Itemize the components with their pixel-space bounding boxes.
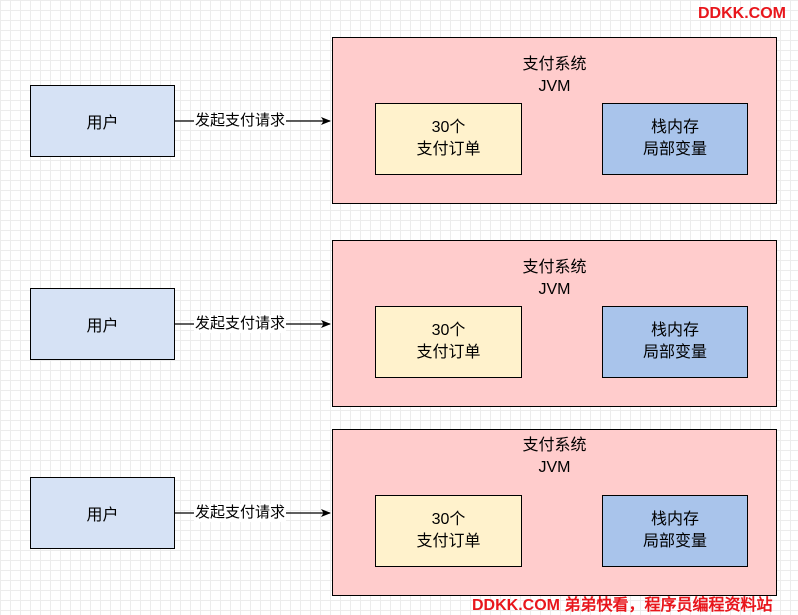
order-count-label: 30个 bbox=[431, 511, 466, 528]
order-name-label: 支付订单 bbox=[416, 533, 481, 550]
request-edge-label: 发起支付请求 bbox=[194, 112, 287, 130]
watermark-bottom: DDKK.COM 弟弟快看，程序员编程资料站 bbox=[472, 597, 773, 614]
user-box: 用户 bbox=[30, 477, 175, 549]
system-subtitle: JVM bbox=[538, 281, 571, 298]
stack-memory-box: 栈内存 局部变量 bbox=[602, 306, 748, 378]
payment-orders-box: 30个 支付订单 bbox=[375, 306, 522, 378]
system-subtitle: JVM bbox=[538, 78, 571, 95]
stack-memory-label: 栈内存 bbox=[650, 119, 699, 136]
user-box: 用户 bbox=[30, 85, 175, 157]
stack-memory-box: 栈内存 局部变量 bbox=[602, 495, 748, 567]
system-subtitle: JVM bbox=[538, 459, 571, 476]
system-title: 支付系统 bbox=[522, 437, 587, 454]
payment-orders-box: 30个 支付订单 bbox=[375, 495, 522, 567]
request-edge-label: 发起支付请求 bbox=[194, 315, 287, 333]
order-count-label: 30个 bbox=[431, 322, 466, 339]
order-count-label: 30个 bbox=[431, 119, 466, 136]
local-variables-label: 局部变量 bbox=[642, 344, 707, 361]
stack-memory-box: 栈内存 局部变量 bbox=[602, 103, 748, 175]
order-name-label: 支付订单 bbox=[416, 344, 481, 361]
stack-memory-label: 栈内存 bbox=[650, 322, 699, 339]
request-edge-label: 发起支付请求 bbox=[194, 504, 287, 522]
system-title: 支付系统 bbox=[522, 259, 587, 276]
local-variables-label: 局部变量 bbox=[642, 533, 707, 550]
system-title: 支付系统 bbox=[522, 56, 587, 73]
local-variables-label: 局部变量 bbox=[642, 141, 707, 158]
user-box: 用户 bbox=[30, 288, 175, 360]
order-name-label: 支付订单 bbox=[416, 141, 481, 158]
stack-memory-label: 栈内存 bbox=[650, 511, 699, 528]
watermark-top: DDKK.COM bbox=[698, 5, 786, 22]
payment-orders-box: 30个 支付订单 bbox=[375, 103, 522, 175]
